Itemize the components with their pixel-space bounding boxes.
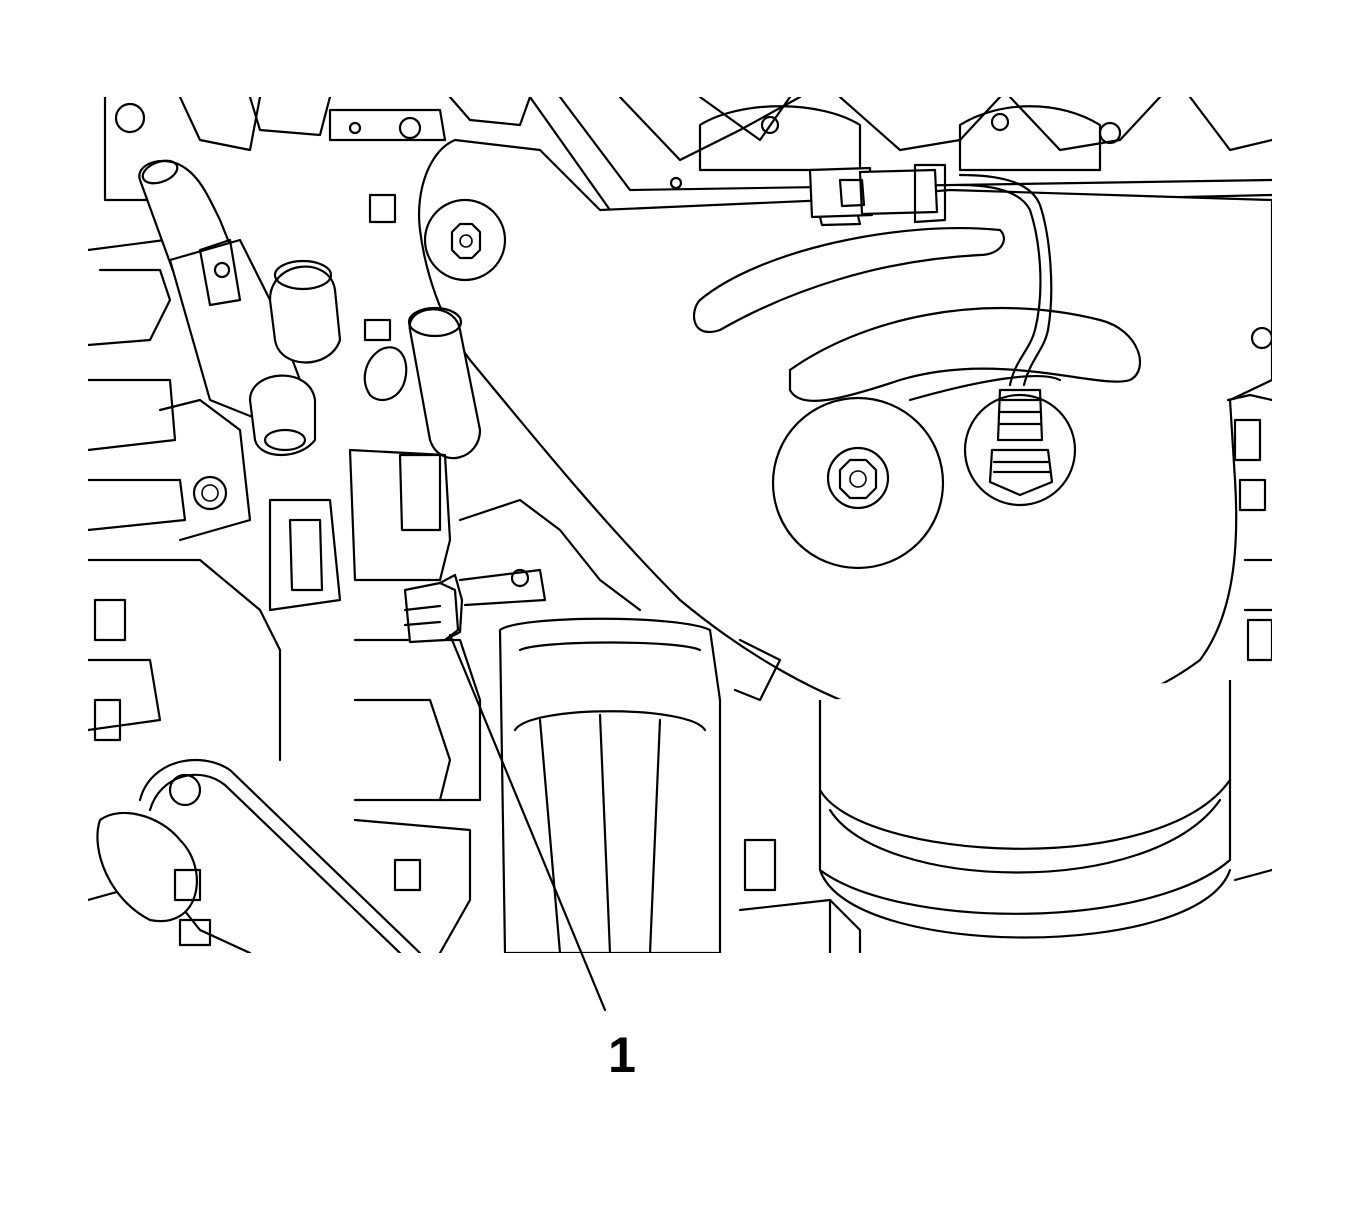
drain-plug — [403, 573, 464, 644]
wiring-connector — [808, 163, 947, 227]
oxygen-sensor — [958, 173, 1077, 507]
lower-pan — [498, 617, 862, 953]
callout-leader-line — [448, 633, 607, 1012]
callout-label-1: 1 — [608, 1027, 636, 1083]
flange-bolt — [363, 193, 507, 342]
converter-housing — [818, 680, 1272, 953]
coolant-hoses — [138, 159, 482, 460]
right-bracket — [1226, 326, 1272, 662]
fuel-line — [96, 758, 422, 953]
heat-shield-nut — [771, 396, 945, 570]
